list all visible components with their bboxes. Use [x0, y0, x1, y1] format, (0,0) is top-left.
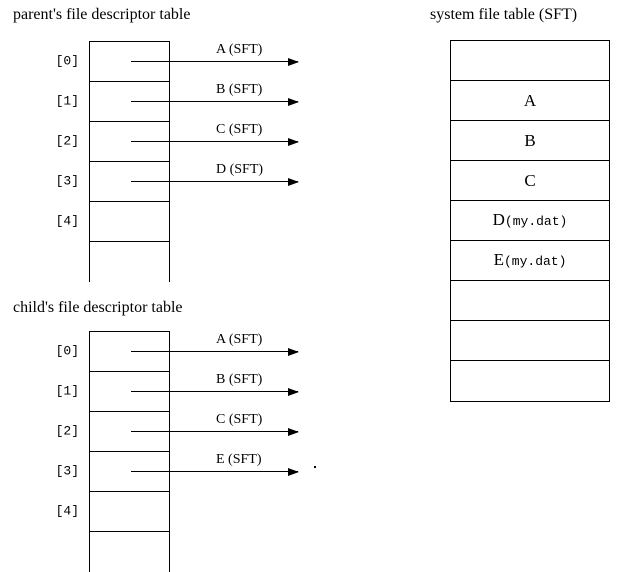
- table-row[interactable]: [451, 361, 609, 401]
- fd-index-label: [1]: [55, 93, 79, 109]
- sft-entry-label: B: [524, 130, 536, 150]
- fd-index-label: [3]: [55, 463, 79, 479]
- pointer-arrow-icon: [131, 137, 299, 146]
- table-row[interactable]: [0] A (SFT): [56, 42, 299, 82]
- parent-table-box: [0] A (SFT) [1] B (SFT) [2] C (SFT): [56, 41, 299, 282]
- sft-entry-label: C: [524, 170, 536, 190]
- sft-entry-label: E(my.dat): [493, 249, 567, 271]
- table-row[interactable]: [3] D (SFT): [56, 162, 299, 202]
- parent-table-title: parent's file descriptor table: [13, 6, 191, 23]
- fd-index-label: [0]: [55, 343, 79, 359]
- fd-index-label: [1]: [55, 383, 79, 399]
- table-row[interactable]: [4]: [56, 492, 169, 532]
- table-row[interactable]: [451, 321, 609, 361]
- pointer-target-label: B (SFT): [216, 81, 263, 97]
- sft-entry-letter: E: [493, 249, 504, 269]
- stray-mark: [314, 465, 316, 468]
- system-file-table: A B C D(my.dat) E(my.dat): [450, 40, 610, 402]
- table-row[interactable]: [451, 281, 609, 321]
- pointer-arrow-icon: [131, 467, 299, 476]
- sft-entry-letter: D: [492, 209, 505, 229]
- table-row[interactable]: [1] B (SFT): [56, 372, 299, 412]
- table-row[interactable]: [3] E (SFT): [56, 452, 316, 492]
- fd-index-label: [0]: [55, 53, 79, 69]
- pointer-target-label: E (SFT): [216, 451, 262, 467]
- fd-index-label: [4]: [55, 503, 79, 519]
- table-row[interactable]: [451, 41, 609, 81]
- table-row[interactable]: A: [451, 81, 609, 121]
- table-row[interactable]: [4]: [56, 202, 169, 242]
- pointer-arrow-icon: [131, 57, 299, 66]
- pointer-target-label: B (SFT): [216, 371, 263, 387]
- table-row[interactable]: B: [451, 121, 609, 161]
- system-file-table-title: system file table (SFT): [430, 6, 578, 23]
- child-table-box: [0] A (SFT) [1] B (SFT) [2] C (SFT): [56, 331, 316, 572]
- sft-entry-filename: (my.dat): [504, 213, 568, 229]
- table-row[interactable]: [1] B (SFT): [56, 82, 299, 122]
- table-row[interactable]: [90, 532, 169, 572]
- pointer-target-label: C (SFT): [216, 411, 263, 427]
- pointer-target-label: A (SFT): [216, 331, 263, 347]
- table-row[interactable]: [2] C (SFT): [56, 412, 299, 452]
- pointer-arrow-icon: [131, 387, 299, 396]
- pointer-arrow-icon: [131, 427, 299, 436]
- pointer-target-label: A (SFT): [216, 41, 263, 57]
- table-row[interactable]: D(my.dat): [451, 201, 609, 241]
- pointer-target-label: C (SFT): [216, 121, 263, 137]
- table-row[interactable]: E(my.dat): [451, 241, 609, 281]
- table-row[interactable]: [0] A (SFT): [56, 332, 299, 372]
- table-row[interactable]: C: [451, 161, 609, 201]
- sft-entry-filename: (my.dat): [503, 253, 567, 269]
- pointer-arrow-icon: [131, 177, 299, 186]
- fd-index-label: [2]: [55, 133, 79, 149]
- fd-index-label: [3]: [55, 173, 79, 189]
- table-row[interactable]: [2] C (SFT): [56, 122, 299, 162]
- sft-entry-label: D(my.dat): [492, 209, 568, 231]
- child-table-title: child's file descriptor table: [13, 299, 183, 316]
- pointer-target-label: D (SFT): [216, 161, 264, 177]
- pointer-arrow-icon: [131, 347, 299, 356]
- pointer-arrow-icon: [131, 97, 299, 106]
- fd-index-label: [4]: [55, 213, 79, 229]
- sft-entry-label: A: [523, 90, 537, 110]
- fd-index-label: [2]: [55, 423, 79, 439]
- table-row[interactable]: [90, 242, 169, 282]
